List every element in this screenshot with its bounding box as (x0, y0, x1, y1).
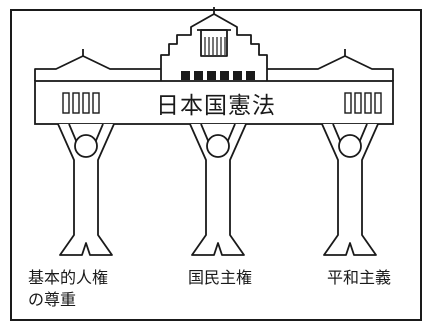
left-wing-windows (62, 92, 100, 114)
figures (57, 123, 379, 256)
outer-frame (10, 9, 422, 321)
tower-columns (204, 37, 226, 55)
figure-pacifism (321, 123, 379, 256)
building-roof (34, 7, 394, 81)
building-title: 日本国憲法 (156, 93, 276, 119)
figure-popular-sovereignty-head (206, 134, 230, 158)
figure-human-rights-head (74, 134, 98, 158)
figure-popular-sovereignty (189, 123, 247, 256)
pillar-label-pacifism: 平和主義 (327, 268, 391, 287)
tower-windows (181, 71, 255, 80)
figure-pacifism-head (338, 134, 362, 158)
right-wing-windows (344, 92, 382, 114)
pillar-label-human-rights-line2: の尊重 (28, 290, 76, 309)
pillar-label-popular-sovereignty: 国民主権 (188, 268, 252, 287)
figure-human-rights (57, 123, 115, 256)
building-body (34, 80, 394, 125)
pillar-label-human-rights-line1: 基本的人権 (28, 268, 108, 287)
